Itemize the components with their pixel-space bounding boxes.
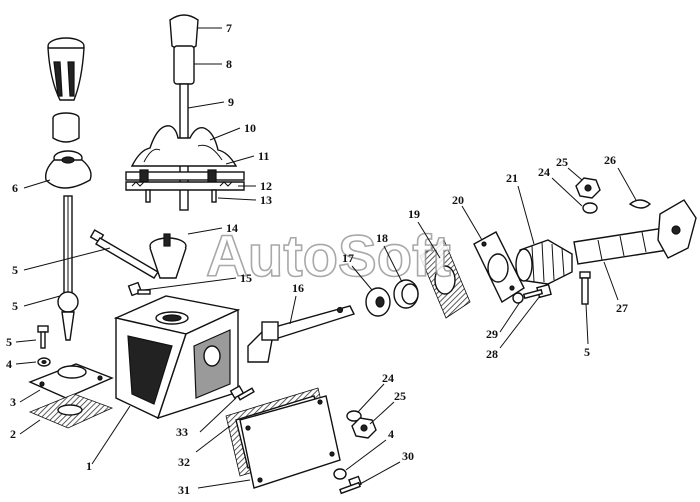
bolt-30 — [339, 475, 362, 495]
part-label-5-right: 5 — [584, 345, 590, 359]
part-label-7: 5 — [12, 263, 18, 277]
part-label-11: 9 — [228, 95, 234, 109]
part-label-5-left: 5 — [6, 335, 12, 349]
part-label-9: 7 — [226, 21, 232, 35]
shaft-27 — [573, 199, 697, 265]
retainer-bolts-15 — [145, 189, 217, 203]
washer-29 — [512, 292, 524, 304]
bolt-5-left — [37, 325, 49, 349]
part-label-32: 32 — [178, 455, 190, 469]
watermark: AutoSoft — [206, 224, 451, 289]
boot-retainer-13 — [125, 169, 245, 183]
key-26 — [628, 199, 652, 209]
part-label-30: 30 — [402, 449, 414, 463]
lever-knob-9 — [169, 14, 199, 51]
gearshift-knob — [47, 37, 85, 101]
gearshift-lever — [57, 195, 79, 341]
knob-bushing — [52, 112, 80, 143]
part-label-20: 18 — [376, 231, 388, 245]
lever-sleeve-10 — [173, 45, 195, 85]
seal-boot-23 — [515, 239, 573, 285]
part-label-24-top: 24 — [538, 165, 550, 179]
leader-lines — [15, 27, 637, 489]
part-label-18: 16 — [292, 281, 304, 295]
part-label-15: 13 — [260, 193, 272, 207]
cover-31 — [239, 395, 341, 489]
flange-22 — [473, 231, 525, 304]
housing-1 — [113, 295, 241, 420]
part-label-3: 3 — [10, 395, 16, 409]
gasket-21 — [419, 239, 471, 319]
part-label-4-bottom: 4 — [388, 427, 394, 441]
bolt-5-right — [579, 271, 591, 305]
gasket-2 — [28, 393, 114, 429]
part-label-16: 14 — [226, 221, 238, 235]
nut-25-top — [575, 177, 601, 199]
bushing-20 — [393, 279, 419, 309]
long-bolt-7 — [89, 229, 159, 279]
flange-plate-3 — [28, 363, 114, 399]
part-label-17: 15 — [240, 271, 252, 285]
part-label-19: 17 — [342, 251, 354, 265]
part-label-6: 5 — [12, 299, 18, 313]
lever-boot-cap — [44, 150, 92, 189]
part-label-25-bottom: 25 — [394, 389, 406, 403]
nut-25-bottom — [351, 417, 377, 439]
part-label-14: 12 — [260, 179, 272, 193]
part-label-33: 33 — [176, 425, 188, 439]
part-label-13: 11 — [258, 149, 269, 163]
washer-19 — [365, 287, 391, 317]
bolt-17 — [127, 281, 151, 297]
washer-4-bottom — [333, 468, 347, 480]
bolt-28 — [522, 283, 552, 300]
part-label-1: 1 — [86, 459, 92, 473]
part-label-10: 8 — [226, 57, 232, 71]
lock-ring-24-top — [582, 202, 598, 214]
part-label-31: 31 — [178, 483, 190, 497]
part-label-12: 10 — [244, 121, 256, 135]
washer-4-left — [37, 357, 51, 367]
lock-ring-24-bottom — [346, 410, 362, 422]
part-label-4-left: 4 — [6, 357, 12, 371]
part-label-28: 28 — [486, 347, 498, 361]
part-label-21: 19 — [408, 207, 420, 221]
retainer-plate-14 — [125, 181, 245, 191]
part-label-24-bottom: 24 — [382, 371, 394, 385]
part-label-25-top: 25 — [556, 155, 568, 169]
part-label-8: 6 — [12, 181, 18, 195]
part-label-29: 29 — [486, 327, 498, 341]
part-label-26: 26 — [604, 153, 616, 167]
part-label-22: 20 — [452, 193, 464, 207]
rubber-boot-12 — [130, 125, 238, 167]
part-label-23: 21 — [506, 171, 518, 185]
bolt-33 — [229, 385, 255, 401]
part-label-2: 2 — [10, 427, 16, 441]
part-label-27: 27 — [616, 301, 628, 315]
part-labels: 7 8 9 10 11 12 13 6 5 5 5 4 3 2 1 14 15 … — [6, 21, 628, 497]
fork-16 — [149, 233, 187, 279]
selector-arm-18 — [247, 305, 355, 363]
